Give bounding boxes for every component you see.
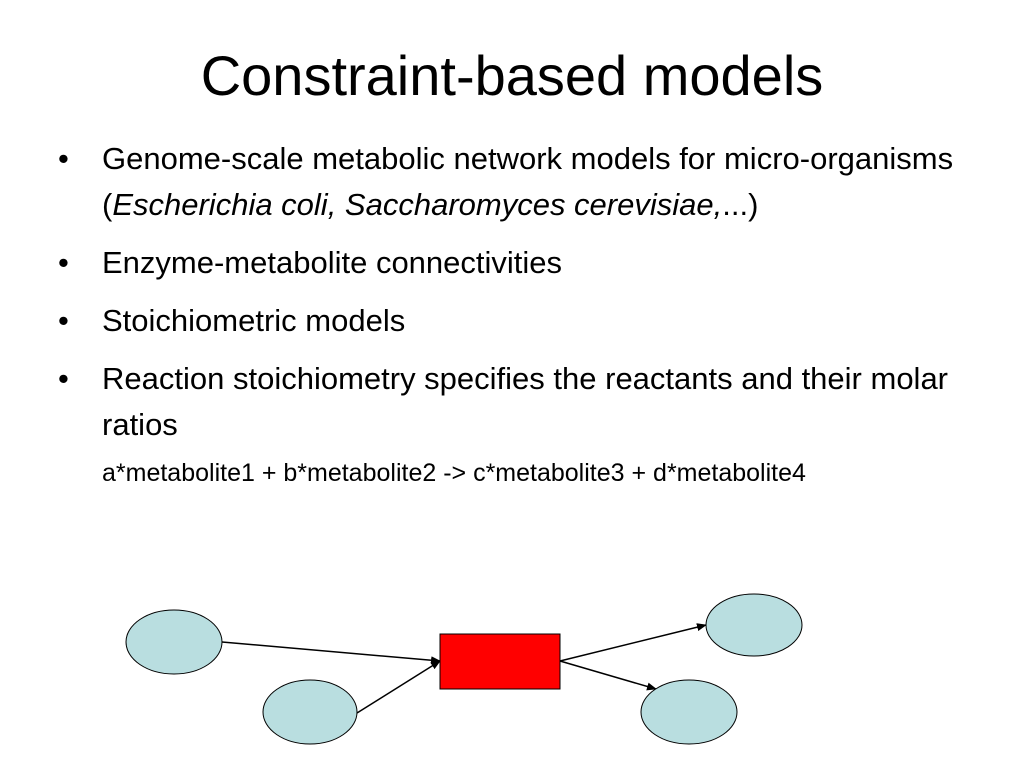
bullet-marker: • [58, 141, 69, 176]
bullet-list: • Genome-scale metabolic network models … [58, 136, 958, 506]
bullet-item-genome-scale: • Genome-scale metabolic network models … [58, 136, 958, 228]
arrow-reaction-to-metabolite3 [559, 623, 707, 662]
bullet-text-end: ...) [722, 187, 759, 222]
metabolite3-node [705, 593, 803, 657]
arrow-metabolite1-to-reaction [221, 641, 441, 665]
bullet-marker: • [58, 303, 69, 338]
metabolite4-node [640, 679, 738, 745]
metabolite2-node [262, 679, 358, 745]
bullet-text: Stoichiometric models [102, 303, 406, 338]
bullet-text: Reaction stoichiometry specifies the rea… [102, 361, 949, 442]
bullet-item-reaction: • Reaction stoichiometry specifies the r… [58, 356, 958, 494]
reaction-equation: a*metabolite1 + b*metabolite2 -> c*metab… [102, 459, 806, 487]
bullet-marker: • [58, 361, 69, 396]
slide-title: Constraint-based models [200, 44, 824, 107]
bullet-italic-organisms: Escherichia coli, Saccharomyces cerevisi… [112, 187, 723, 222]
metabolite1-node [125, 609, 223, 675]
reaction-node [439, 633, 561, 690]
bullet-item-enzyme: • Enzyme-metabolite connectivities [58, 240, 958, 286]
arrow-metabolite2-to-reaction [356, 660, 441, 714]
bullet-marker: • [58, 245, 69, 280]
arrow-reaction-to-metabolite4 [559, 660, 657, 691]
bullet-text: Genome-scale metabolic network models fo… [102, 141, 954, 222]
bullet-item-stoichiometric: • Stoichiometric models [58, 298, 958, 344]
bullet-text: Enzyme-metabolite connectivities [102, 245, 563, 280]
